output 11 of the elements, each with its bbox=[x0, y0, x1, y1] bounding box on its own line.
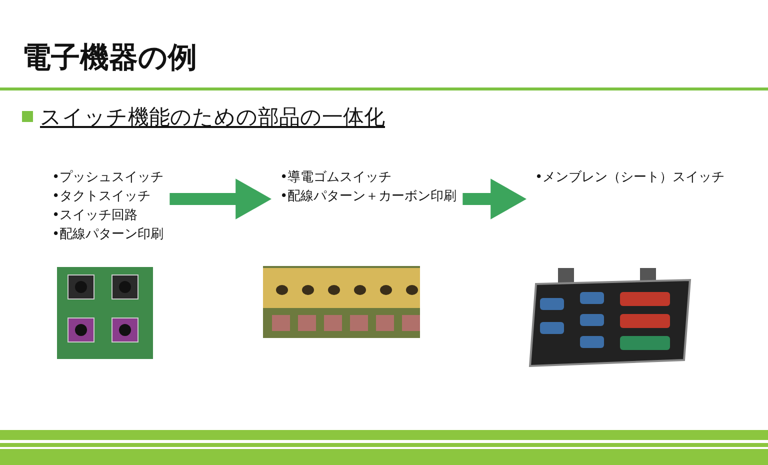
bullet-item: •配線パターン＋カーボン印刷 bbox=[280, 188, 457, 206]
arrow bbox=[462, 178, 527, 220]
bullet-item: •スイッチ回路 bbox=[52, 207, 139, 225]
slide-title: 電子機器の例 bbox=[22, 39, 197, 76]
subtitle: スイッチ機能のための部品の一体化 bbox=[40, 104, 385, 131]
bullet-item: •タクトスイッチ bbox=[52, 188, 152, 206]
bullet-item: •導電ゴムスイッチ bbox=[280, 169, 393, 187]
bullet-item: •プッシュスイッチ bbox=[52, 169, 164, 187]
bullet-item: •メンブレン（シート）スイッチ bbox=[535, 169, 725, 187]
bullet-item: •配線パターン印刷 bbox=[52, 226, 164, 244]
arrow bbox=[170, 178, 272, 220]
